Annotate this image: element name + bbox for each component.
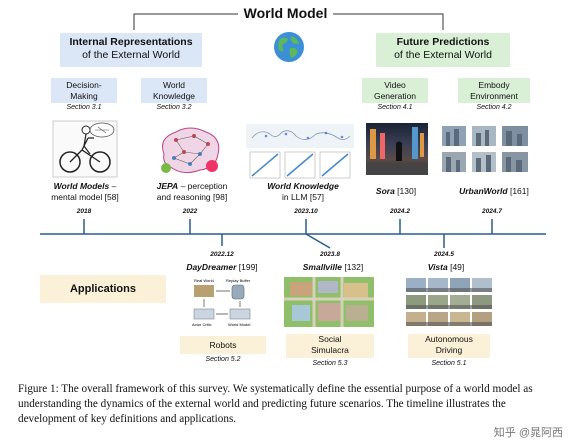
year-label: 2018 — [76, 208, 92, 215]
diagram-title: World Model — [0, 5, 571, 21]
watermark: 知乎 @晁阿西 — [493, 427, 563, 439]
category-decision-making: Decision-Making — [51, 78, 117, 103]
cyclist-sketch-image — [52, 120, 118, 178]
section-label: Section 5.3 — [312, 360, 348, 367]
applications-box: Applications — [40, 275, 166, 303]
section-label: Section 4.1 — [377, 104, 413, 111]
robots-box: Robots — [180, 336, 266, 354]
sora-street-image — [366, 123, 428, 175]
year-label: 2024.5 — [434, 251, 454, 258]
year-label: 2022 — [182, 208, 198, 215]
robot-label-real-world: Real World — [194, 278, 214, 283]
item-daydreamer: DayDreamer [199] — [186, 262, 258, 272]
year-label: 2022.12 — [210, 251, 234, 258]
section-label: Section 3.1 — [66, 104, 102, 111]
section-label: Section 4.2 — [476, 104, 512, 111]
urbanworld-city-images — [442, 126, 528, 172]
year-label: 2024.7 — [482, 208, 502, 215]
section-label: Section 3.2 — [156, 104, 192, 111]
section-label: Section 5.2 — [205, 356, 241, 363]
item-urbanworld: UrbanWorld [161] — [459, 186, 529, 196]
smallville-map-image — [284, 277, 374, 327]
item-smallville: Smallville [132] — [302, 262, 364, 272]
globe-icon — [274, 32, 304, 62]
section-label: Section 5.1 — [431, 360, 467, 367]
item-sora: Sora [130] — [375, 186, 417, 196]
item-vista: Vista [49] — [427, 262, 465, 272]
year-label: 2024.2 — [390, 208, 410, 215]
robot-label-actor-critic: Actor Critic — [192, 322, 212, 327]
year-label: 2023.10 — [294, 208, 318, 215]
brain-network-image — [161, 127, 220, 174]
figure-caption: Figure 1: The overall framework of this … — [18, 383, 533, 426]
item-world-models: World Models –mental model [58] — [51, 181, 119, 203]
vista-driving-frames-image — [406, 278, 492, 326]
daydreamer-cycle-image: Real World Replay Buffer Actor Critic Wo… — [192, 278, 251, 327]
bracket-left — [133, 13, 244, 30]
robot-label-replay-buffer: Replay Buffer — [226, 278, 251, 283]
robot-label-world-model: World Model — [228, 322, 250, 327]
knowledge-plots-image — [246, 124, 354, 179]
bracket-right — [331, 13, 444, 30]
year-label: 2023.8 — [320, 251, 340, 258]
